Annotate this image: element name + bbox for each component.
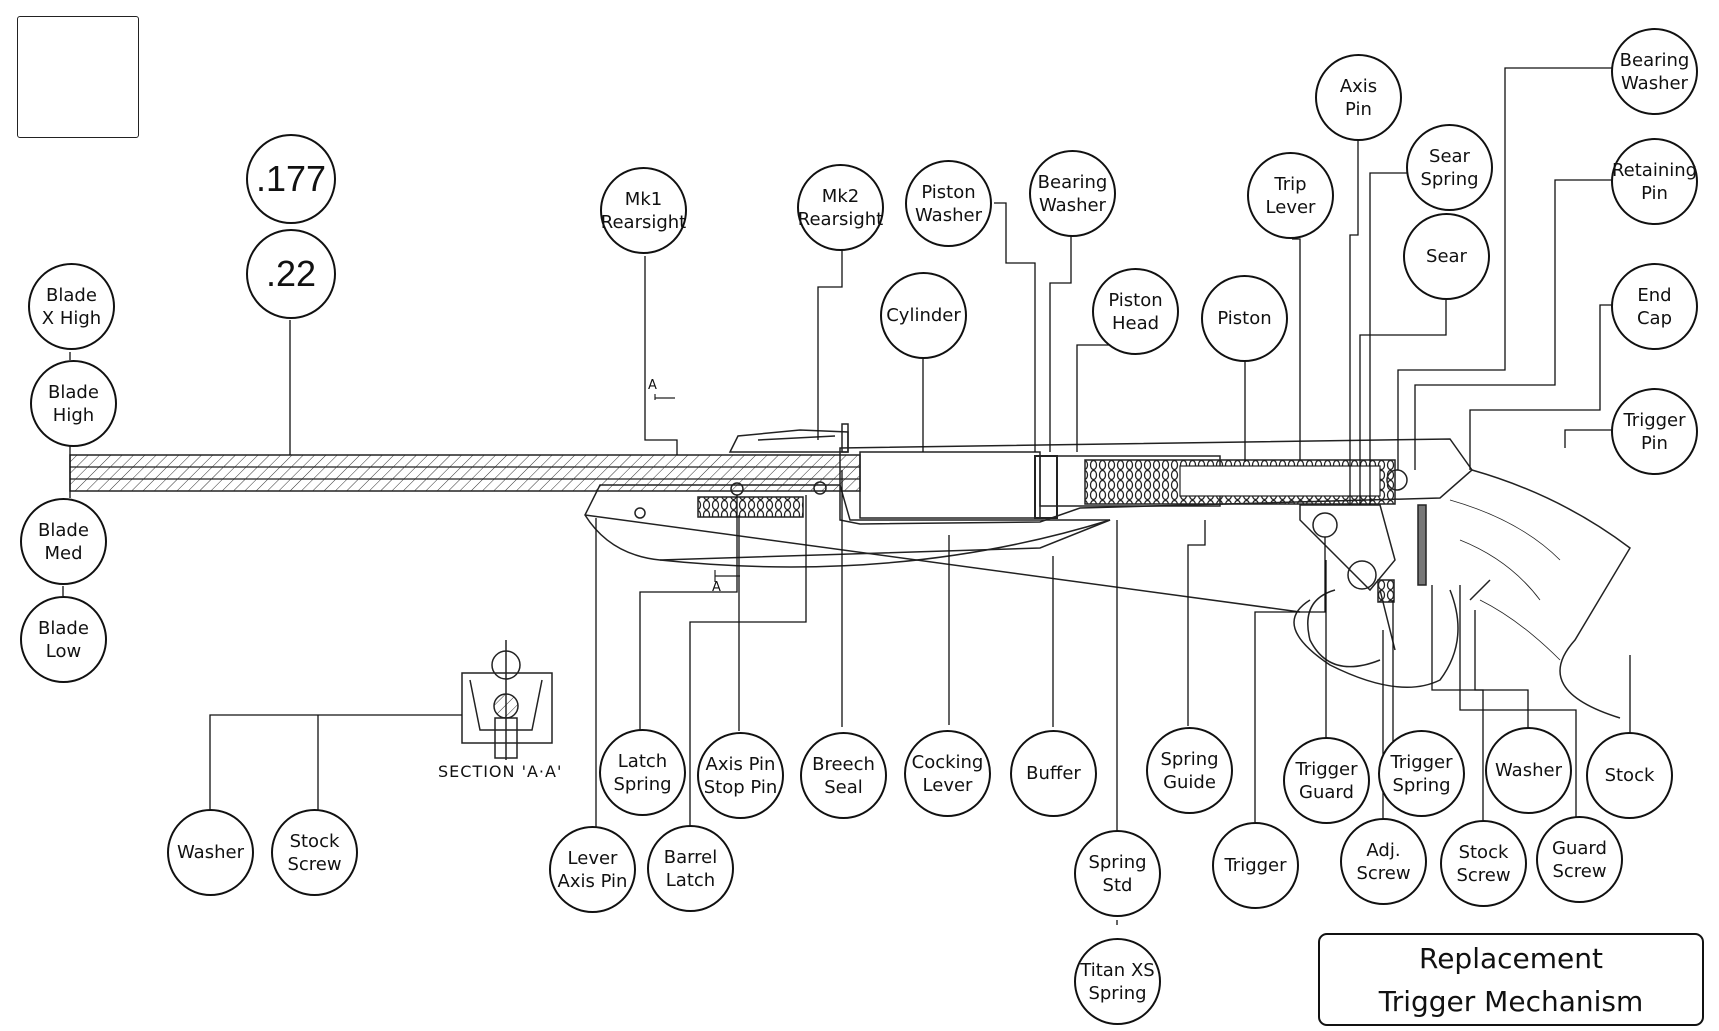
callout-piston[interactable]: Piston xyxy=(1201,275,1288,362)
callout-retaining-pin-text: Retaining Pin xyxy=(1611,159,1698,204)
callout-stock-text: Stock xyxy=(1604,765,1655,786)
receiver xyxy=(839,438,1474,525)
rearsight-block xyxy=(728,423,849,453)
replacement-trigger-button[interactable]: Replacement Trigger Mechanism xyxy=(1318,933,1704,1026)
callout-cylinder-text: Cylinder xyxy=(886,305,961,326)
section-marker-bottom: A xyxy=(712,580,721,595)
callout-barrel-latch-text: Barrel Latch xyxy=(663,846,718,891)
callout-bearing-washer-1-text: Bearing Washer xyxy=(1037,171,1108,216)
callout-latch-spring-text: Latch Spring xyxy=(613,750,672,795)
callout-trigger-pin-text: Trigger Pin xyxy=(1623,409,1686,454)
callout-sear-spring-text: Sear Spring xyxy=(1420,145,1479,190)
section-marks xyxy=(654,394,740,582)
callout-piston-text: Piston xyxy=(1217,308,1272,329)
callout-buffer[interactable]: Buffer xyxy=(1010,730,1097,817)
callout-bearing-washer-2[interactable]: Bearing Washer xyxy=(1611,28,1698,115)
trigger-assembly xyxy=(1293,504,1491,689)
callout-blade-high-text: Blade High xyxy=(48,381,99,426)
callout-lever-axis-pin[interactable]: Lever Axis Pin xyxy=(549,826,636,913)
callout-piston-washer[interactable]: Piston Washer xyxy=(905,160,992,247)
barrel xyxy=(69,454,861,492)
callout-trip-lever-text: Trip Lever xyxy=(1265,173,1316,218)
callout-washer-left-text: Washer xyxy=(177,842,244,863)
forend xyxy=(584,481,1301,613)
callout-sear[interactable]: Sear xyxy=(1403,213,1490,300)
callout-spring-guide-text: Spring Guide xyxy=(1160,748,1219,793)
callout-bearing-washer-2-text: Bearing Washer xyxy=(1619,49,1690,94)
callout-blade-low-text: Blade Low xyxy=(38,617,89,662)
callout-barrel-latch[interactable]: Barrel Latch xyxy=(647,825,734,912)
callout-stock-screw-left[interactable]: Stock Screw xyxy=(271,809,358,896)
callout-trigger-guard[interactable]: Trigger Guard xyxy=(1283,737,1370,824)
callout-bearing-washer-1[interactable]: Bearing Washer xyxy=(1029,150,1116,237)
callout-mk2-rearsight[interactable]: Mk2 Rearsight xyxy=(797,164,884,251)
callout-stock-screw-left-text: Stock Screw xyxy=(287,830,342,875)
callout-end-cap-text: End Cap xyxy=(1636,284,1673,329)
callout-spring-guide[interactable]: Spring Guide xyxy=(1146,727,1233,814)
callout-piston-head[interactable]: Piston Head xyxy=(1092,268,1179,355)
callout-washer-left[interactable]: Washer xyxy=(167,809,254,896)
callout-stock-screw-right[interactable]: Stock Screw xyxy=(1440,820,1527,907)
callout-axis-pin[interactable]: Axis Pin xyxy=(1315,54,1402,141)
callout-titan-spring[interactable]: Titan XS Spring xyxy=(1074,938,1161,1025)
callout-stock[interactable]: Stock xyxy=(1586,732,1673,819)
replacement-trigger-text: Replacement Trigger Mechanism xyxy=(1378,941,1644,1018)
callout-mk2-rearsight-text: Mk2 Rearsight xyxy=(797,185,884,230)
callout-adj-screw[interactable]: Adj. Screw xyxy=(1340,818,1427,905)
callout-axis-stop-pin[interactable]: Axis Pin Stop Pin xyxy=(697,732,784,819)
pinch-zoom-button[interactable] xyxy=(17,16,139,138)
callout-adj-screw-text: Adj. Screw xyxy=(1356,839,1411,884)
callout-washer-right-text: Washer xyxy=(1495,760,1562,781)
callout-trigger-pin[interactable]: Trigger Pin xyxy=(1611,388,1698,475)
section-aa-sketch xyxy=(461,640,553,760)
callout-sear-text: Sear xyxy=(1426,246,1467,267)
callout-cal-22-text: .22 xyxy=(265,253,317,294)
callout-trigger-spring[interactable]: Trigger Spring xyxy=(1378,730,1465,817)
callout-retaining-pin[interactable]: Retaining Pin xyxy=(1611,138,1698,225)
callout-end-cap[interactable]: End Cap xyxy=(1611,263,1698,350)
section-aa-label: SECTION 'A·A' xyxy=(438,762,563,781)
callout-lever-axis-pin-text: Lever Axis Pin xyxy=(557,847,628,892)
callout-cocking-lever-text: Cocking Lever xyxy=(911,751,984,796)
callout-mk1-rearsight[interactable]: Mk1 Rearsight xyxy=(600,167,687,254)
callout-guard-screw[interactable]: Guard Screw xyxy=(1536,816,1623,903)
callout-mk1-rearsight-text: Mk1 Rearsight xyxy=(600,188,687,233)
callout-spring-std-text: Spring Std xyxy=(1088,851,1147,896)
callout-sear-spring[interactable]: Sear Spring xyxy=(1406,124,1493,211)
callout-stock-screw-right-text: Stock Screw xyxy=(1456,841,1511,886)
section-marker-top: A xyxy=(648,378,657,393)
callout-trigger-text: Trigger xyxy=(1224,855,1287,876)
callout-blade-med[interactable]: Blade Med xyxy=(20,498,107,585)
callout-axis-pin-text: Axis Pin xyxy=(1339,75,1378,120)
callout-cal-177-text: .177 xyxy=(255,158,327,199)
callout-trip-lever[interactable]: Trip Lever xyxy=(1247,152,1334,239)
callout-latch-spring[interactable]: Latch Spring xyxy=(599,729,686,816)
callout-blade-med-text: Blade Med xyxy=(38,519,89,564)
callout-cylinder[interactable]: Cylinder xyxy=(880,272,967,359)
callout-spring-std[interactable]: Spring Std xyxy=(1074,830,1161,917)
callout-piston-washer-text: Piston Washer xyxy=(915,181,982,226)
callout-blade-low[interactable]: Blade Low xyxy=(20,596,107,683)
callout-breech-seal-text: Breech Seal xyxy=(812,753,875,798)
callout-axis-stop-pin-text: Axis Pin Stop Pin xyxy=(703,753,778,798)
callout-blade-x-high-text: Blade X High xyxy=(41,284,102,329)
callout-cocking-lever[interactable]: Cocking Lever xyxy=(904,730,991,817)
callout-cal-177[interactable]: .177 xyxy=(246,134,336,224)
callout-trigger-spring-text: Trigger Spring xyxy=(1390,751,1453,796)
callout-guard-screw-text: Guard Screw xyxy=(1552,837,1607,882)
butt-stock xyxy=(1449,469,1631,719)
callout-titan-spring-text: Titan XS Spring xyxy=(1080,959,1155,1004)
callout-piston-head-text: Piston Head xyxy=(1108,289,1163,334)
callout-buffer-text: Buffer xyxy=(1026,763,1081,784)
callout-trigger[interactable]: Trigger xyxy=(1212,822,1299,909)
callout-trigger-guard-text: Trigger Guard xyxy=(1295,758,1358,803)
leader-lines xyxy=(62,67,1631,925)
callout-blade-high[interactable]: Blade High xyxy=(30,360,117,447)
callout-breech-seal[interactable]: Breech Seal xyxy=(800,732,887,819)
callout-cal-22[interactable]: .22 xyxy=(246,229,336,319)
callout-washer-right[interactable]: Washer xyxy=(1485,727,1572,814)
callout-blade-x-high[interactable]: Blade X High xyxy=(28,263,115,350)
